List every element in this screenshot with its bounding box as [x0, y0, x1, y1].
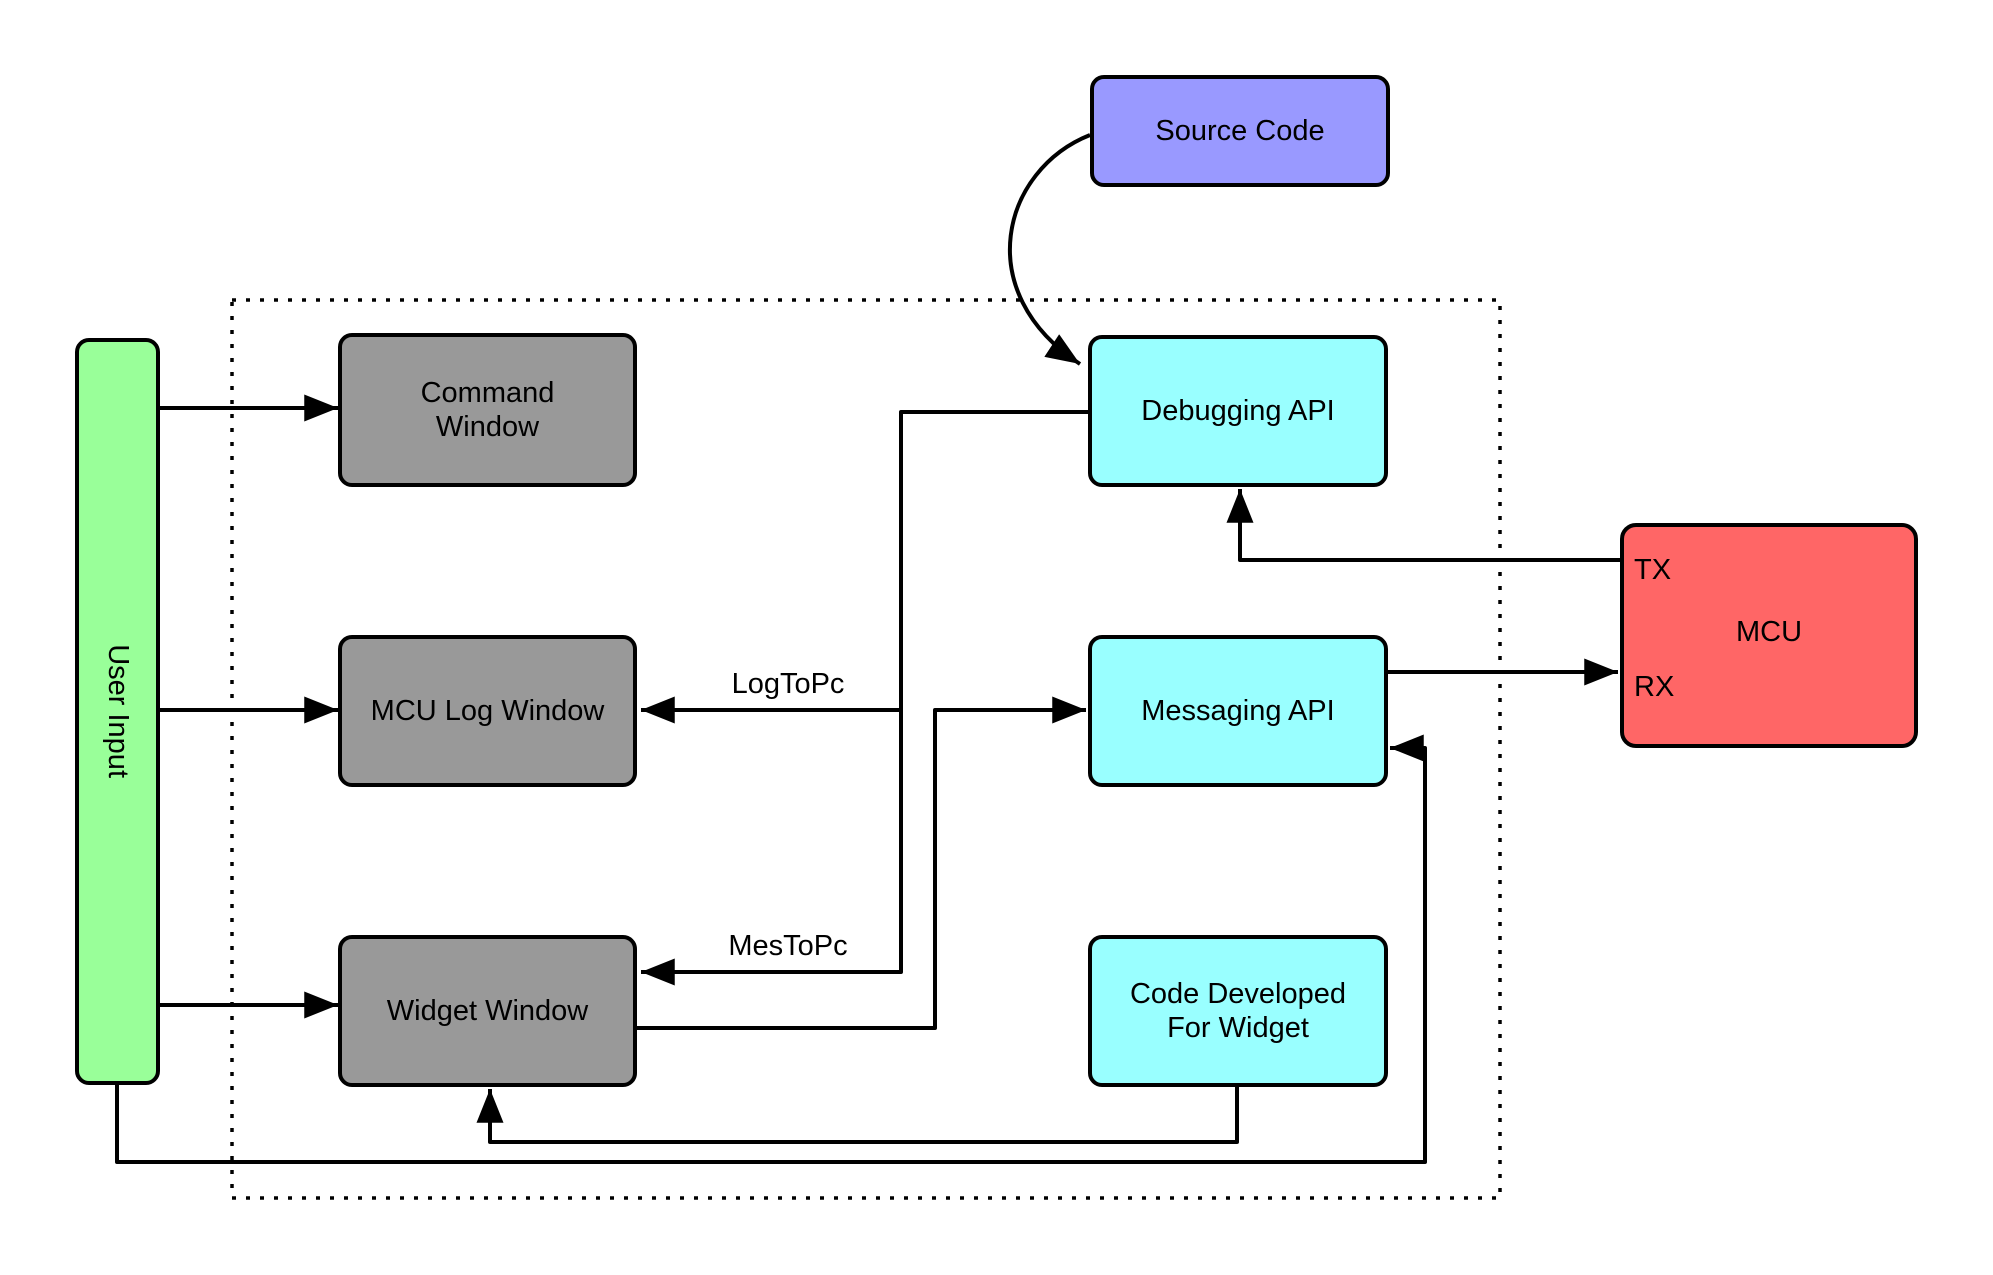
edge-source-code-to-debugging-api	[1008, 133, 1091, 366]
node-command-window: Command Window	[338, 333, 637, 487]
edge-label-logtopc: LogToPc	[698, 668, 878, 701]
node-code-developed-for-widget-label: Code Developed For Widget	[1129, 977, 1347, 1044]
node-mcu-log-window-label: MCU Log Window	[370, 694, 605, 727]
node-messaging-api: Messaging API	[1088, 635, 1388, 787]
node-mcu-log-window: MCU Log Window	[338, 635, 637, 787]
node-user-input-label: User Input	[101, 644, 134, 779]
node-widget-window-label: Widget Window	[386, 994, 589, 1027]
node-code-developed-for-widget: Code Developed For Widget	[1088, 935, 1388, 1087]
node-debugging-api: Debugging API	[1088, 335, 1388, 487]
node-command-window-label: Command Window	[420, 376, 555, 443]
node-debugging-api-label: Debugging API	[1141, 394, 1335, 427]
edge-mcu-tx-to-debugging-api	[1226, 489, 1620, 562]
edge-to-widget-window-mestopc	[641, 710, 903, 986]
node-mcu: TX MCU RX	[1620, 523, 1918, 748]
edge-debugging-api-to-mcu-log-window-logtopc	[641, 410, 1088, 724]
node-messaging-api-label: Messaging API	[1141, 694, 1335, 727]
node-source-code-label: Source Code	[1155, 114, 1325, 147]
node-user-input: User Input	[75, 338, 160, 1085]
edge-code-for-widget-to-widget-window	[476, 1087, 1239, 1144]
node-source-code: Source Code	[1090, 75, 1390, 187]
node-widget-window: Widget Window	[338, 935, 637, 1087]
mcu-port-tx-label: TX	[1634, 554, 1672, 586]
edge-widget-window-to-messaging-api	[637, 696, 1086, 1030]
edge-user-input-to-messaging-api	[115, 734, 1427, 1164]
mcu-port-rx-label: RX	[1634, 671, 1675, 703]
edge-label-mestopc: MesToPc	[698, 930, 878, 963]
pc-boundary-dotted-rect	[230, 298, 1502, 1200]
node-mcu-label: MCU	[1735, 616, 1803, 648]
